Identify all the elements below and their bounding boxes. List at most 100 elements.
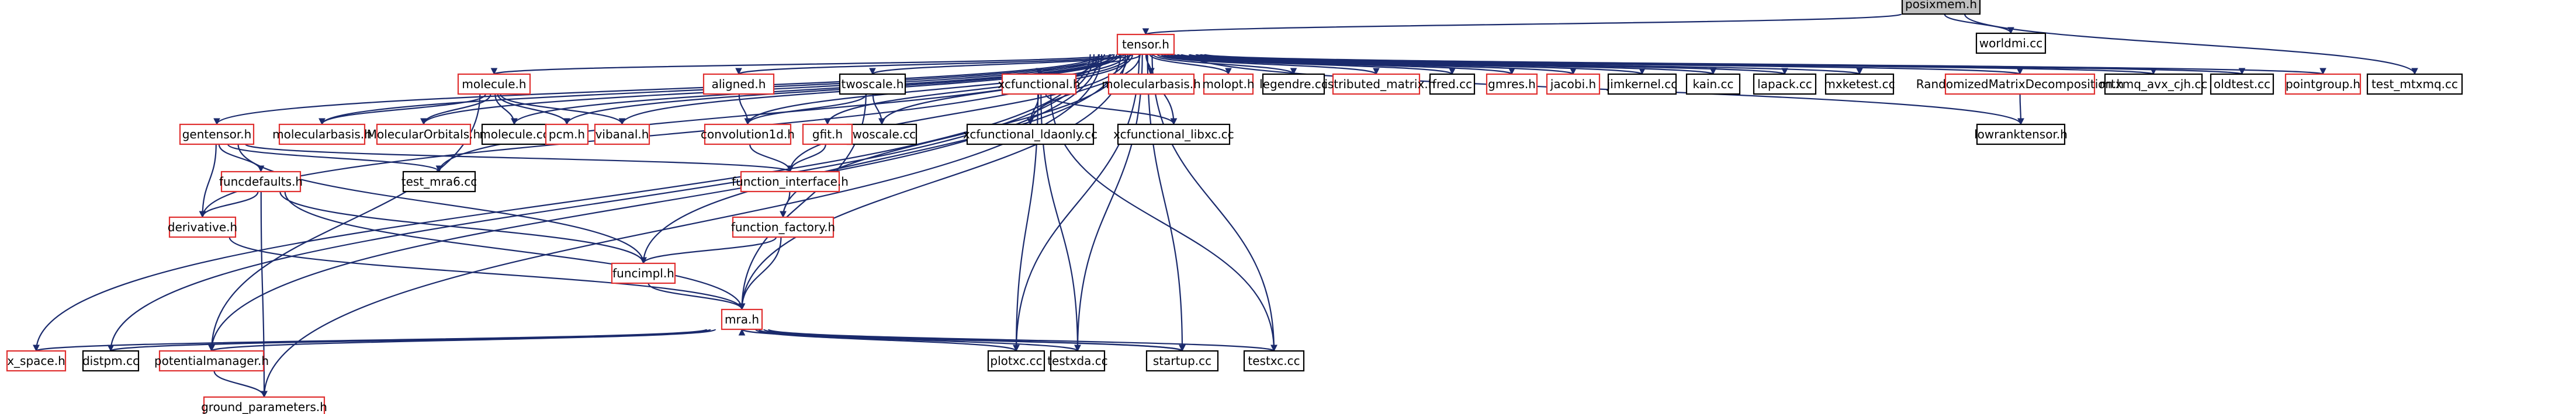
edge-molecule-to-vibanal xyxy=(500,93,626,126)
node-label: funcimpl.h xyxy=(612,266,674,280)
node-mxketest[interactable]: mxketest.cc xyxy=(1824,73,1895,95)
node-label: worldmi.cc xyxy=(1979,36,2042,50)
node-convolution1d[interactable]: convolution1d.h xyxy=(701,123,795,145)
node-legendre[interactable]: legendre.cc xyxy=(1259,73,1328,95)
node-testxda[interactable]: testxda.cc xyxy=(1047,350,1108,372)
edge-gentensor-to-funcdefaults xyxy=(218,144,265,173)
node-potentialmanager[interactable]: potentialmanager.h xyxy=(154,350,269,372)
node-worldmi[interactable]: worldmi.cc xyxy=(1975,32,2047,54)
node-label: twoscale.cc xyxy=(848,127,916,141)
node-label: ground_parameters.h xyxy=(201,400,327,414)
node-test_mra6[interactable]: test_mra6.cc xyxy=(401,171,477,193)
node-label: jimkernel.cc xyxy=(1606,77,1678,91)
edge-tensor-to-randomized xyxy=(1189,53,2024,75)
edge-tensor-to-molopt xyxy=(1149,54,1232,75)
node-label: molecularbasis.h xyxy=(1102,77,1201,91)
node-mtxmq_avx[interactable]: mtxmq_avx_cjh.cc xyxy=(2100,73,2208,95)
node-gmres[interactable]: gmres.h xyxy=(1486,73,1538,95)
edge-mra-to-testxc xyxy=(767,328,1277,352)
node-posixmem[interactable]: posixmem.h xyxy=(1901,0,1981,15)
edge-mra-to-distpm xyxy=(107,328,711,352)
node-fred[interactable]: fred.cc xyxy=(1429,73,1476,95)
node-label: xcfunctional.h xyxy=(998,77,1080,91)
node-jacobi[interactable]: jacobi.h xyxy=(1546,73,1601,95)
node-distributed_matrix[interactable]: distributed_matrix.h xyxy=(1317,73,1436,95)
edge-randomized-to-lowranktensor xyxy=(2017,93,2024,126)
node-pointgroup[interactable]: pointgroup.h xyxy=(2284,73,2362,95)
node-xcfunctional_libxc[interactable]: xcfunctional_libxc.cc xyxy=(1113,123,1234,145)
node-plotxc[interactable]: plotxc.cc xyxy=(987,350,1045,372)
node-label: funcdefaults.h xyxy=(219,175,303,189)
node-label: x_space.h xyxy=(7,354,65,368)
node-kain[interactable]: kain.cc xyxy=(1685,73,1741,95)
node-label: function_factory.h xyxy=(731,220,835,234)
edge-funcimpl-to-mra xyxy=(648,283,746,311)
node-label: molecule.cc xyxy=(479,127,549,141)
graph-nodes: posixmem.h worldmi.cc tensor.h test_mtxmq.c… xyxy=(6,0,2463,414)
node-startup[interactable]: startup.cc xyxy=(1145,350,1219,372)
node-label: plotxc.cc xyxy=(990,354,1042,368)
edge-tensor-to-function_interface xyxy=(787,54,1129,173)
node-vibanal[interactable]: vibanal.h xyxy=(594,123,650,145)
node-xcfunctional_ldaonly[interactable]: xcfunctional_ldaonly.cc xyxy=(963,123,1097,145)
node-label: MolecularOrbitals.h xyxy=(367,127,480,141)
node-label: legendre.cc xyxy=(1259,77,1328,91)
node-gentensor[interactable]: gentensor.h xyxy=(179,123,255,145)
node-aligned[interactable]: aligned.h xyxy=(702,73,775,95)
node-test_mtxmq[interactable]: test_mtxmq.cc xyxy=(2366,73,2463,95)
node-distpm[interactable]: distpm.cc xyxy=(82,350,140,372)
node-label: posixmem.h xyxy=(1905,0,1977,11)
node-oldtest[interactable]: oldtest.cc xyxy=(2210,73,2274,95)
edge-tensor-to-twoscale xyxy=(869,53,1133,75)
node-label: twoscale.h xyxy=(841,77,903,91)
node-molecule_cc[interactable]: molecule.cc xyxy=(479,123,549,145)
node-function_interface[interactable]: function_interface.h xyxy=(732,171,849,193)
node-label: gmres.h xyxy=(1488,77,1536,91)
node-label: fred.cc xyxy=(1432,77,1472,91)
node-label: mxketest.cc xyxy=(1824,77,1895,91)
node-randomized[interactable]: RandomizedMatrixDecomposition.h xyxy=(1916,73,2124,95)
node-lowranktensor[interactable]: lowranktensor.h xyxy=(1974,123,2068,145)
edge-molecule-to-molecularorbitals xyxy=(420,93,491,126)
node-molopt[interactable]: molopt.h xyxy=(1202,73,1255,95)
node-x_space[interactable]: x_space.h xyxy=(6,350,67,372)
node-molecularorbitals[interactable]: MolecularOrbitals.h xyxy=(367,123,480,145)
node-funcimpl[interactable]: funcimpl.h xyxy=(611,262,676,284)
node-jimkernel[interactable]: jimkernel.cc xyxy=(1606,73,1678,95)
node-function_factory[interactable]: function_factory.h xyxy=(731,216,835,238)
node-label: kain.cc xyxy=(1692,77,1733,91)
edge-funcdefaults-to-funcimpl xyxy=(279,191,647,265)
edge-gentensor-to-function_interface xyxy=(244,143,794,173)
node-label: distpm.cc xyxy=(82,354,139,368)
node-label: xcfunctional_ldaonly.cc xyxy=(963,127,1097,141)
node-ground_parameters[interactable]: ground_parameters.h xyxy=(201,396,327,414)
edge-tensor-to-fred xyxy=(1160,53,1456,75)
node-twoscale_cc[interactable]: twoscale.cc xyxy=(846,123,917,145)
node-molecularbasis_top[interactable]: molecularbasis.h xyxy=(1102,73,1201,95)
node-label: derivative.h xyxy=(168,220,237,234)
node-molecule[interactable]: molecule.h xyxy=(457,73,531,95)
node-xcfunctional[interactable]: xcfunctional.h xyxy=(998,73,1081,95)
node-tensor[interactable]: tensor.h xyxy=(1116,33,1175,55)
node-twoscale[interactable]: twoscale.h xyxy=(839,73,906,95)
node-testxc[interactable]: testxc.cc xyxy=(1243,350,1305,372)
node-label: gentensor.h xyxy=(182,127,252,141)
node-lapack[interactable]: lapack.cc xyxy=(1753,73,1817,95)
edge-molecule-to-molecule_cc xyxy=(494,93,518,126)
edge-tensor-to-molecule xyxy=(490,53,1114,75)
edge-tensor-to-gmres xyxy=(1163,53,1515,75)
node-funcdefaults[interactable]: funcdefaults.h xyxy=(219,171,303,193)
node-label: test_mra6.cc xyxy=(401,175,477,189)
node-mra[interactable]: mra.h xyxy=(721,308,763,330)
node-pcm[interactable]: pcm.h xyxy=(545,123,589,145)
node-derivative[interactable]: derivative.h xyxy=(168,216,237,238)
edge-twoscale-to-twoscale_cc xyxy=(872,93,885,126)
node-molecularbasis_mid[interactable]: molecularbasis.h xyxy=(272,123,372,145)
node-label: lowranktensor.h xyxy=(1974,127,2068,141)
node-gfit[interactable]: gfit.h xyxy=(802,123,853,145)
edge-tensor-to-gentensor xyxy=(213,54,1100,126)
node-label: gfit.h xyxy=(812,127,843,141)
edge-function_interface-to-function_factory xyxy=(780,191,791,218)
node-label: xcfunctional_libxc.cc xyxy=(1113,127,1234,141)
node-label: pcm.h xyxy=(549,127,585,141)
